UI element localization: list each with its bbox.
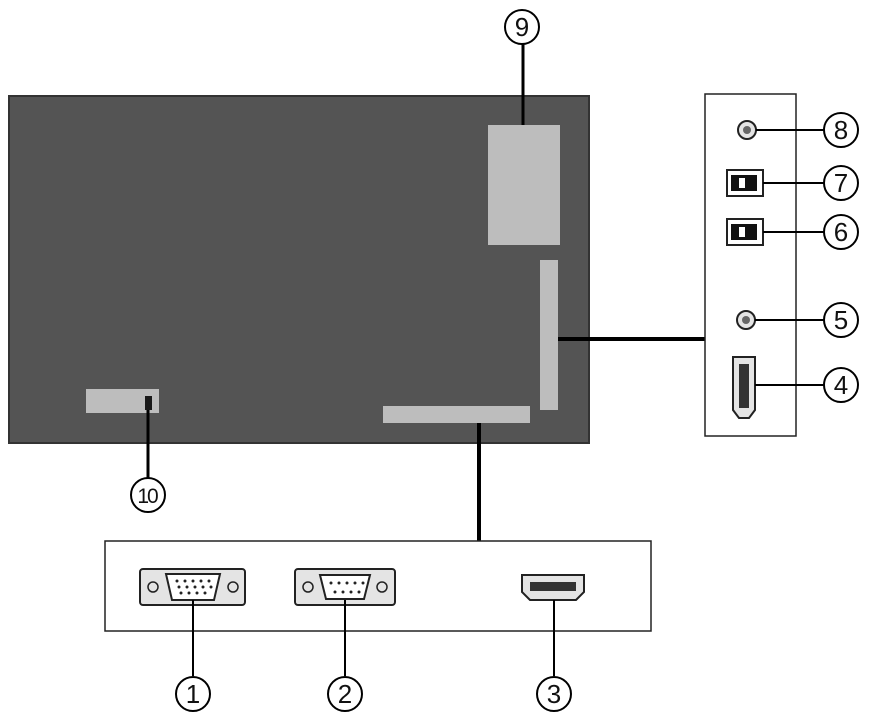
usb-port-7 — [726, 169, 764, 197]
panel-slot-side — [540, 260, 558, 410]
usb-port-6 — [726, 218, 764, 246]
svg-text:10: 10 — [137, 485, 158, 508]
callout-3: 3 — [536, 676, 572, 712]
panel-slot-bottom — [383, 406, 530, 423]
svg-text:3: 3 — [547, 679, 561, 709]
panel-button-10 — [145, 396, 152, 410]
svg-text:7: 7 — [834, 168, 848, 198]
svg-text:5: 5 — [834, 305, 848, 335]
jack-connector-5 — [736, 310, 756, 330]
callout-2: 2 — [327, 676, 363, 712]
panel-slot-9 — [488, 125, 560, 245]
vga-port-1 — [139, 568, 246, 606]
callout-10: 10 — [130, 477, 166, 513]
svg-text:1: 1 — [186, 679, 200, 709]
svg-text:2: 2 — [338, 679, 352, 709]
svg-text:8: 8 — [834, 115, 848, 145]
callout-7: 7 — [823, 165, 859, 201]
callout-5: 5 — [823, 302, 859, 338]
jack-connector-8 — [737, 120, 757, 140]
callout-4: 4 — [823, 367, 859, 403]
serial-port-2 — [294, 568, 396, 606]
svg-text:6: 6 — [834, 217, 848, 247]
svg-text:9: 9 — [515, 12, 529, 42]
hdmi-port-4 — [732, 356, 756, 419]
callout-9: 9 — [504, 9, 540, 45]
hdmi-port-3 — [521, 574, 585, 601]
callout-6: 6 — [823, 214, 859, 250]
callout-1: 1 — [175, 676, 211, 712]
svg-text:4: 4 — [834, 370, 848, 400]
callout-8: 8 — [823, 112, 859, 148]
